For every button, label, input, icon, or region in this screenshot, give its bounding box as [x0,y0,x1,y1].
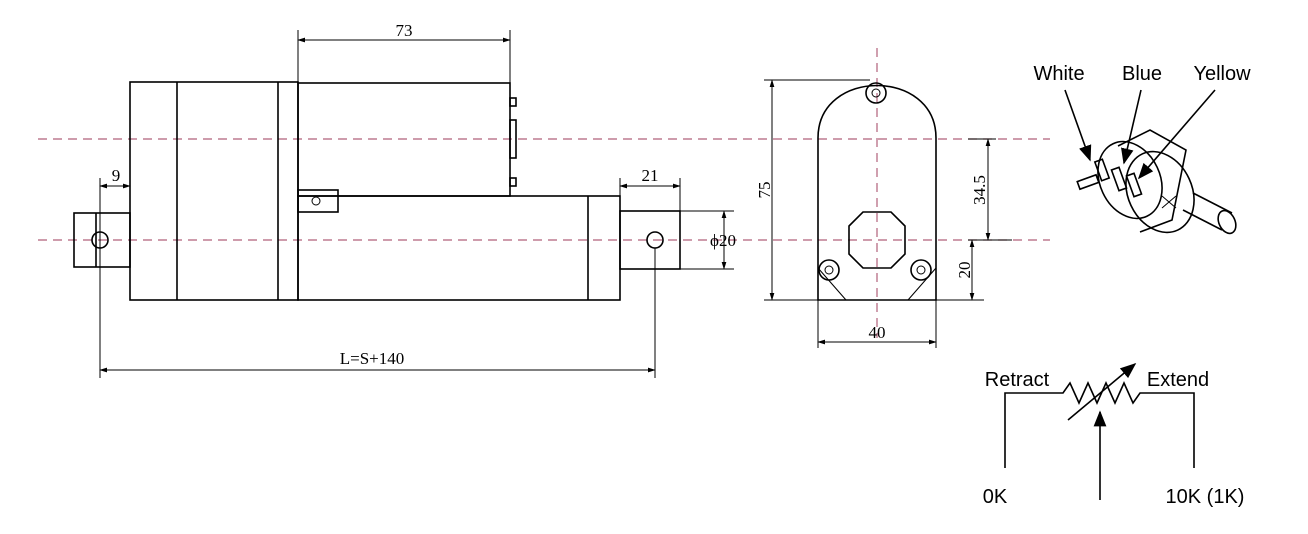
potentiometer-schematic: Retract Extend 0K 10K (1K) [983,362,1245,508]
side-dimensions: 73 9 21 ϕ20 L=S+140 [99,21,736,378]
dim-installed-length: L=S+140 [340,349,405,368]
wire-label-white: White [1033,63,1084,85]
potentiometer-illustration: White Blue Yellow [1033,63,1251,235]
dim-end-offset: 9 [112,166,121,185]
end-dimensions: 75 34.5 20 40 [755,79,1012,348]
dim-rod-end-length: 21 [642,166,659,185]
actuator-side-view [73,81,681,301]
dim-end-width: 40 [869,323,886,342]
dim-end-height: 75 [755,182,774,199]
actuator-end-view [817,82,937,301]
label-retract: Retract [985,369,1050,391]
dim-lower-offset: 20 [955,262,974,279]
label-min-resistance: 0K [983,486,1008,508]
center-lines [38,48,1050,338]
label-max-resistance: 10K (1K) [1166,486,1245,508]
dim-body-length: 73 [396,21,413,40]
label-extend: Extend [1147,369,1209,391]
wire-label-blue: Blue [1122,63,1162,85]
dim-rod-diameter: ϕ20 [710,231,736,250]
dim-upper-offset: 34.5 [970,175,989,205]
wire-label-yellow: Yellow [1193,63,1251,85]
